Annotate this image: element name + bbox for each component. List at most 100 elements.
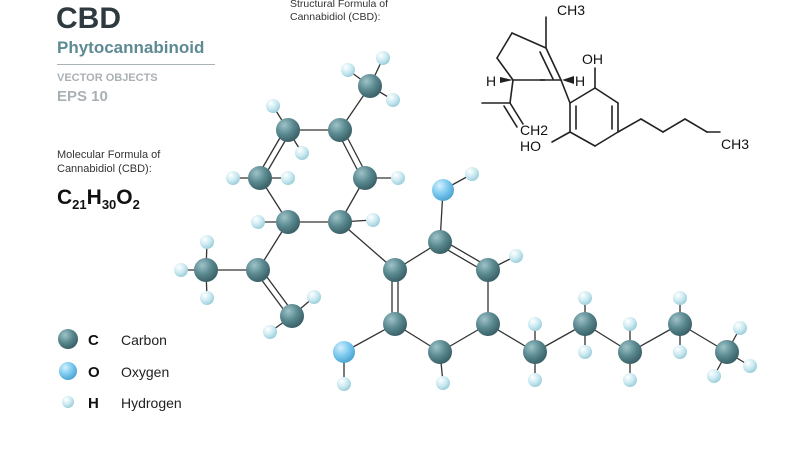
struct-bond <box>503 105 518 128</box>
carbon-atom <box>276 210 300 234</box>
struct-bond <box>496 57 514 81</box>
eps-version-label: EPS 10 <box>57 88 108 105</box>
molecular-caption-line1: Molecular Formula of <box>57 149 161 161</box>
hydrogen-atom <box>578 345 592 359</box>
struct-bond <box>496 32 513 59</box>
legend-carbon-swatch <box>58 329 78 349</box>
carbon-atom <box>573 312 597 336</box>
carbon-atom <box>358 74 382 98</box>
hydrogen-atom <box>307 290 321 304</box>
hydrogen-atom <box>386 93 400 107</box>
page-subtitle: Phytocannabinoid <box>57 38 205 57</box>
struct-bond <box>511 32 547 49</box>
molecular-caption-line2: Cannabidiol (CBD): <box>57 163 152 175</box>
legend-carbon-symbol: C <box>88 332 99 349</box>
struct-bond <box>594 87 619 104</box>
carbon-atom <box>523 340 547 364</box>
struct-bond <box>594 131 619 147</box>
carbon-atom <box>715 340 739 364</box>
carbon-atom <box>280 304 304 328</box>
title-divider <box>57 64 215 65</box>
hydrogen-atom <box>266 99 280 113</box>
struct-bond <box>662 118 686 133</box>
struct-label-ch2: CH2 <box>520 122 548 138</box>
struct-wedge-bond <box>562 76 574 84</box>
struct-label-h-left: H <box>486 73 496 89</box>
svg-text:H: H <box>486 73 496 89</box>
hydrogen-atom <box>743 359 757 373</box>
carbon-atom <box>428 230 452 254</box>
struct-bond <box>569 131 596 147</box>
hydrogen-atom <box>436 376 450 390</box>
carbon-atom <box>353 166 377 190</box>
carbon-atom <box>328 210 352 234</box>
struct-wedge-bond <box>500 77 513 83</box>
structural-caption-line2: Cannabidiol (CBD): <box>290 11 381 23</box>
structural-formula-caption: Structural Formula of Cannabidiol (CBD): <box>290 0 388 24</box>
molecular-formula: C21H30O2 <box>57 186 140 212</box>
hydrogen-atom <box>200 235 214 249</box>
formula-count-carbon: 21 <box>72 197 87 213</box>
svg-text:Oxygen: Oxygen <box>121 364 169 380</box>
vector-objects-label: VECTOR OBJECTS <box>57 72 158 84</box>
carbon-atom <box>383 258 407 282</box>
struct-bond <box>539 51 554 80</box>
svg-text:Hydrogen: Hydrogen <box>121 395 182 411</box>
struct-bond <box>617 118 642 133</box>
svg-text:Carbon: Carbon <box>121 332 167 348</box>
oxygen-atom <box>333 341 355 363</box>
hydrogen-atom <box>376 51 390 65</box>
struct-bond <box>560 79 571 104</box>
hydrogen-atom <box>623 317 637 331</box>
struct-bond <box>569 87 596 104</box>
hydrogen-atom <box>673 291 687 305</box>
hydrogen-atom <box>226 171 240 185</box>
struct-bond <box>684 118 708 133</box>
carbon-atom <box>248 166 272 190</box>
hydrogen-atom <box>465 167 479 181</box>
hydrogen-atom <box>391 171 405 185</box>
carbon-atom <box>276 118 300 142</box>
formula-count-hydrogen: 30 <box>101 197 117 213</box>
carbon-atom <box>476 258 500 282</box>
molecular-formula-caption: Molecular Formula of Cannabidiol (CBD): <box>57 148 160 176</box>
svg-text:HO: HO <box>520 138 541 154</box>
hydrogen-atom <box>366 213 380 227</box>
hydrogen-atom <box>337 377 351 391</box>
svg-text:CH2: CH2 <box>520 122 548 138</box>
hydrogen-atom <box>528 373 542 387</box>
svg-text:H: H <box>575 73 585 89</box>
hydrogen-atom <box>341 63 355 77</box>
hydrogen-atom <box>251 215 265 229</box>
hydrogen-atom <box>673 345 687 359</box>
carbon-atom <box>194 258 218 282</box>
hydrogen-atom <box>295 146 309 160</box>
svg-text:O: O <box>88 364 100 381</box>
structural-caption-line1: Structural Formula of <box>290 0 389 10</box>
formula-element-oxygen: O <box>116 186 133 209</box>
legend-carbon-name: Carbon <box>121 332 167 348</box>
struct-bond <box>509 102 524 125</box>
legend-hydrogen-symbol: H <box>88 395 99 412</box>
struct-bond <box>509 79 514 104</box>
struct-label-ch3-tail: CH3 <box>721 136 749 152</box>
hydrogen-atom <box>174 263 188 277</box>
formula-count-oxygen: 2 <box>132 197 140 213</box>
struct-label-ho: HO <box>520 138 541 154</box>
hydrogen-atom <box>578 291 592 305</box>
hydrogen-atom <box>623 373 637 387</box>
struct-bond <box>640 118 664 133</box>
struct-label-oh: OH <box>582 51 603 67</box>
formula-element-hydrogen: H <box>86 186 102 209</box>
hydrogen-atom <box>733 321 747 335</box>
svg-text:C: C <box>88 332 99 349</box>
carbon-atom <box>328 118 352 142</box>
legend-hydrogen-name: Hydrogen <box>121 395 182 411</box>
svg-text:OH: OH <box>582 51 603 67</box>
hydrogen-atom <box>707 369 721 383</box>
page-title: CBD <box>56 2 121 35</box>
carbon-atom <box>618 340 642 364</box>
hydrogen-atom <box>263 325 277 339</box>
carbon-atom <box>668 312 692 336</box>
